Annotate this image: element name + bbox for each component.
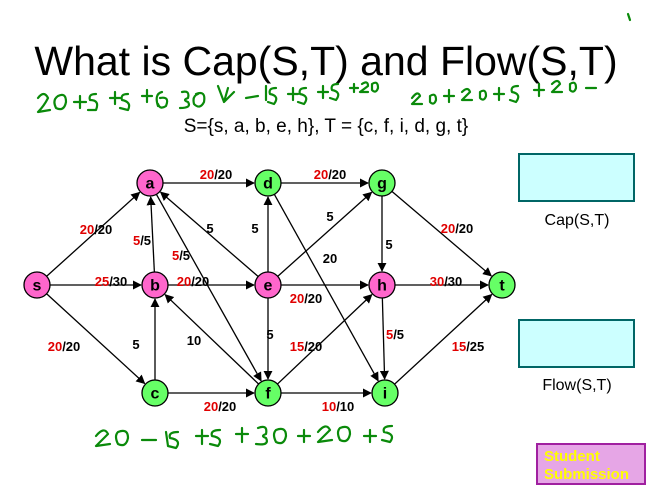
edge-label-e-d: 5 xyxy=(251,221,258,236)
node-label-d: d xyxy=(263,176,273,193)
student-submission-label: Student Submission xyxy=(544,448,630,483)
node-b: b xyxy=(141,271,169,299)
edge-label-e-h: 20/20 xyxy=(290,291,323,306)
node-e: e xyxy=(254,271,282,299)
edge-label-s-c: 20/20 xyxy=(48,339,81,354)
edge-label-b-e: 20/20 xyxy=(177,274,210,289)
edge-b-a xyxy=(146,196,156,273)
edge-label-f-i: 10/10 xyxy=(322,399,355,414)
node-label-a: a xyxy=(146,176,155,193)
node-label-h: h xyxy=(377,278,387,295)
edge-label-d-i: 20 xyxy=(323,251,337,266)
edge-f-b xyxy=(164,294,260,385)
edge-a-f xyxy=(155,194,262,382)
cut-sets-text: S={s, a, b, e, h}, T = {c, f, i, d, g, t… xyxy=(183,116,469,137)
edge-label-d-g: 20/20 xyxy=(314,167,347,182)
edge-label-b-a: 5/5 xyxy=(133,233,151,248)
edge-label-f-b: 10 xyxy=(187,333,201,348)
node-d: d xyxy=(254,169,282,197)
node-c: c xyxy=(141,379,169,407)
node-label-t: t xyxy=(499,278,505,295)
edge-s-a xyxy=(46,191,141,277)
edge-label-c-f: 20/20 xyxy=(204,399,237,414)
edge-label-s-b: 25/30 xyxy=(95,274,128,289)
handwritten-flow-expression xyxy=(94,424,394,450)
edge-label-h-i: 5/5 xyxy=(386,327,404,342)
node-t: t xyxy=(488,271,516,299)
node-g: g xyxy=(368,169,396,197)
node-label-f: f xyxy=(265,386,271,403)
node-s: s xyxy=(23,271,51,299)
edge-s-c xyxy=(46,293,146,385)
node-label-b: b xyxy=(150,278,160,295)
node-label-e: e xyxy=(264,278,273,295)
edge-g-t xyxy=(391,190,493,277)
node-a: a xyxy=(136,169,164,197)
edge-f-h xyxy=(276,294,373,385)
edge-h-i xyxy=(379,297,389,380)
cap-label: Cap(S,T) xyxy=(544,212,610,229)
node-label-i: i xyxy=(383,386,387,403)
cap-answer-box[interactable] xyxy=(518,153,635,202)
edge-label-s-a: 20/20 xyxy=(80,222,113,237)
node-label-s: s xyxy=(33,278,42,295)
node-label-g: g xyxy=(377,176,387,193)
page-title: What is Cap(S,T) and Flow(S,T) xyxy=(34,38,618,84)
edge-e-a xyxy=(159,191,259,277)
node-label-c: c xyxy=(151,386,160,403)
edge-d-i xyxy=(273,194,379,382)
flow-label: Flow(S,T) xyxy=(542,377,612,394)
edge-label-e-g: 5 xyxy=(326,209,333,224)
edge-label-c-b: 5 xyxy=(132,337,139,352)
edge-label-h-t: 30/30 xyxy=(430,274,463,289)
edge-label-g-t: 20/20 xyxy=(441,221,474,236)
edge-label-i-t: 15/25 xyxy=(452,339,485,354)
edge-label-e-a: 5 xyxy=(206,221,213,236)
edge-label-e-f: 5 xyxy=(266,327,273,342)
student-submission-button[interactable]: Student Submission xyxy=(536,443,646,485)
node-h: h xyxy=(368,271,396,299)
edge-i-t xyxy=(394,293,493,385)
edge-e-g xyxy=(277,191,373,277)
flow-answer-box[interactable] xyxy=(518,319,635,368)
edge-label-a-f: 5/5 xyxy=(172,248,190,263)
edge-label-g-h: 5 xyxy=(385,237,392,252)
handwritten-cap-expression xyxy=(36,12,632,114)
edge-label-a-d: 20/20 xyxy=(200,167,233,182)
node-f: f xyxy=(254,379,282,407)
edge-label-f-h: 15/20 xyxy=(290,339,323,354)
node-i: i xyxy=(371,379,399,407)
